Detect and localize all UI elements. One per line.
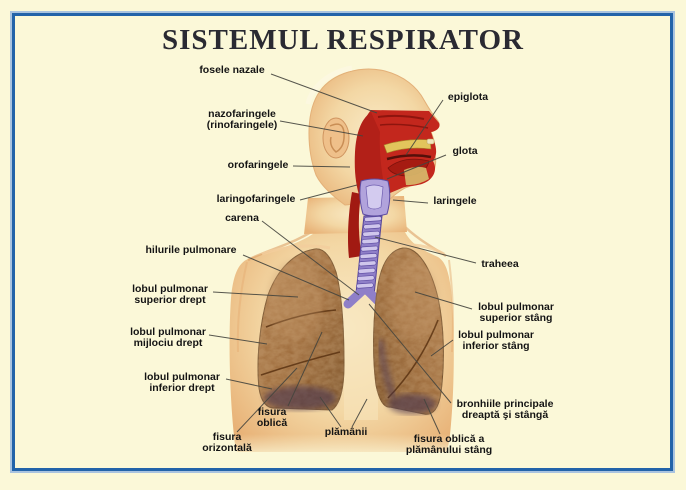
label-lobul-pulmonar-inferior-stang: lobul pulmonar inferior stâng (458, 329, 534, 352)
leader-bronhiile-principale (368, 303, 452, 404)
label-nazofaringele: nazofaringele (rinofaringele) (206, 108, 278, 131)
label-fisura-orizontala: fisura orizontală (202, 431, 252, 454)
leader-fisura-oblica (287, 331, 323, 407)
palate-shape (383, 139, 432, 154)
label-laringele: laringele (433, 195, 477, 207)
esophagus-shape (348, 192, 362, 258)
leader-traheea (374, 236, 477, 264)
leader-nazofaringele (279, 120, 364, 137)
leader-lines (208, 73, 477, 435)
leader-glota (386, 154, 447, 180)
label-traheea: traheea (481, 258, 519, 270)
leader-laringofaringele (299, 184, 358, 201)
mouth-opening-shape (386, 154, 432, 161)
trachea-shape (343, 215, 387, 310)
jaw-section-shape (404, 166, 429, 186)
label-orofaringele: orofaringele (227, 159, 289, 171)
poster-title: SISTEMUL RESPIRATOR (161, 24, 524, 56)
label-plamanii: plămânii (324, 426, 368, 438)
torso-bottom-fade (220, 434, 465, 460)
label-laringofaringele: laringofaringele (216, 193, 296, 205)
label-epiglota: epiglota (447, 91, 489, 103)
nasal-cavity-and-pharynx-shape (354, 110, 440, 198)
label-fisura-oblica-plamanului-stang: fisura oblică a plămânului stâng (405, 433, 493, 456)
label-hilurile-pulmonare: hilurile pulmonare (145, 244, 237, 256)
label-glota: glota (452, 145, 478, 157)
label-carena: carena (225, 212, 259, 224)
leader-laringele (392, 199, 429, 204)
ear-shape (322, 117, 350, 159)
label-bronhiile-principale: bronhiile principale dreaptă şi stângă (456, 398, 554, 421)
label-lobul-pulmonar-mijlociu-drept: lobul pulmonar mijlociu drept (130, 326, 206, 349)
label-lobul-pulmonar-superior-drept: lobul pulmonar superior drept (132, 283, 208, 306)
bronchus-right-shape (343, 286, 367, 309)
label-fosele-nazale: fosele nazale (199, 64, 265, 76)
leader-lobul-inferior-drept (225, 378, 273, 390)
leader-plamanii-right (351, 398, 368, 428)
pharynx-column-shape (354, 112, 386, 198)
label-lobul-pulmonar-inferior-drept: lobul pulmonar inferior drept (144, 371, 220, 394)
label-lobul-pulmonar-superior-stang: lobul pulmonar superior stâng (478, 301, 554, 324)
leader-fisura-oblica-stang (423, 398, 441, 435)
leader-lobul-superior-stang (414, 291, 473, 310)
leader-orofaringele (292, 165, 351, 168)
larynx-shape (359, 178, 391, 217)
leader-carena (261, 220, 360, 296)
leader-plamanii-left (319, 396, 342, 428)
leader-lobul-superior-drept (212, 291, 299, 298)
leader-fisura-orizontala (236, 367, 298, 433)
leader-lobul-inferior-stang (430, 339, 454, 357)
leader-hilurile-pulmonare (242, 254, 350, 301)
leader-lobul-mijlociu-drept (208, 334, 268, 345)
label-fisura-oblica: fisura oblică (256, 406, 288, 429)
leader-fosele-nazale (270, 73, 378, 114)
leader-epiglota (405, 99, 444, 156)
